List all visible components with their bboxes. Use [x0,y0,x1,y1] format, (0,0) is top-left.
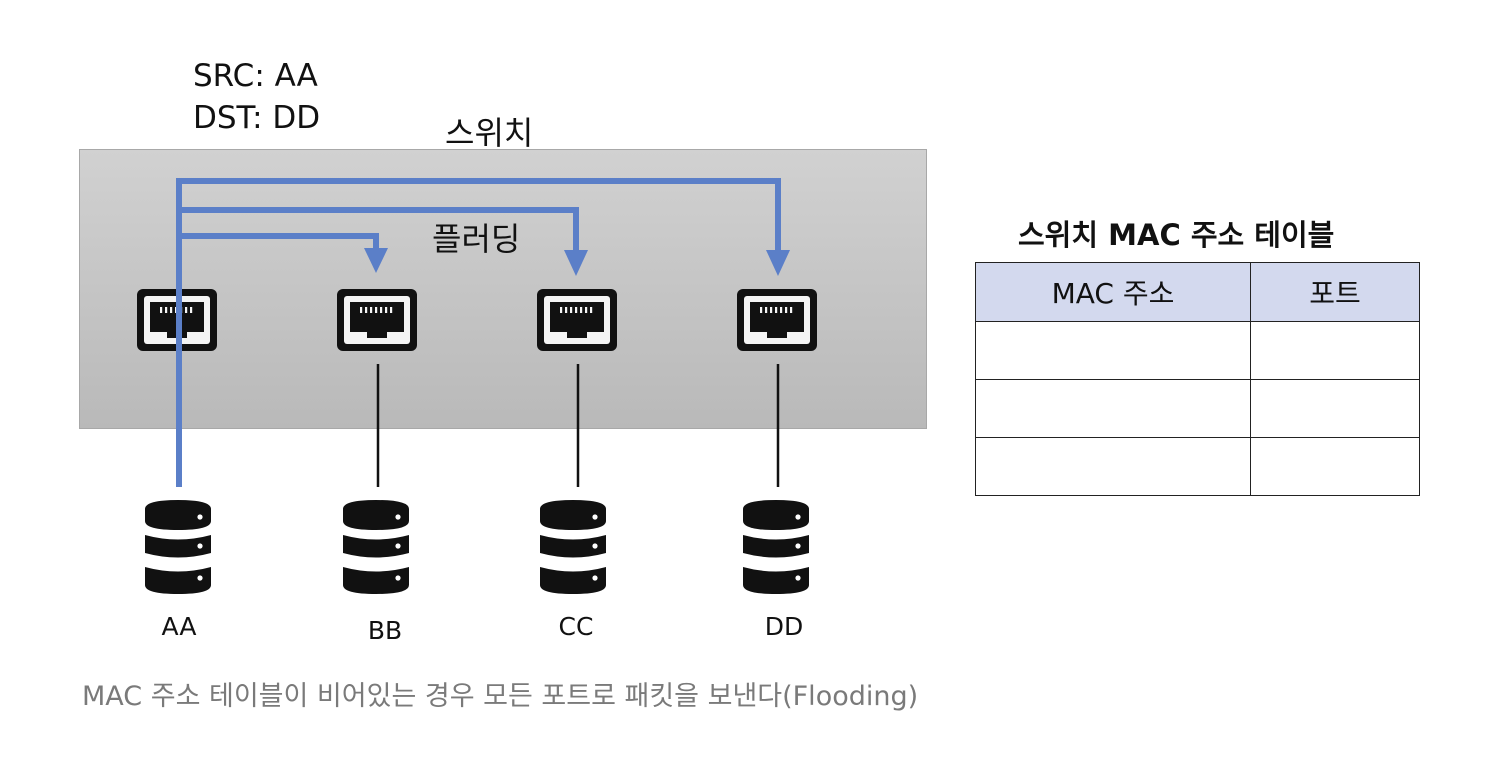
flood-label: 플러딩 [432,220,521,258]
table-cell [1250,321,1420,380]
switch-title: 스위치 [445,114,534,152]
host-label-cc: CC [558,612,594,641]
server-database-icon [743,500,809,594]
server-database-icon [145,500,211,594]
caption: MAC 주소 테이블이 비어있는 경우 모든 포트로 패킷을 보낸다(Flood… [82,681,919,712]
server-database-icon [343,500,409,594]
ethernet-port-icon [337,289,417,351]
mac-address-table: MAC 주소 포트 [975,262,1420,496]
column-header-port: 포트 [1250,262,1420,322]
table-row [975,321,1420,380]
table-cell [975,437,1251,496]
table-row [975,379,1420,438]
table-header-row: MAC 주소 포트 [975,262,1420,322]
host-label-aa: AA [161,612,197,641]
flood-arrow-cc [179,207,579,255]
host-label-dd: DD [764,612,804,641]
ethernet-port-icon [737,289,817,351]
flood-arrow-bb [179,233,379,252]
flood-arrow-dd [176,178,781,255]
host-label-bb: BB [367,616,403,645]
column-header-mac: MAC 주소 [975,262,1251,322]
table-cell [1250,379,1420,438]
packet-dst-label: DST: DD [193,100,321,136]
mac-table-title: 스위치 MAC 주소 테이블 [1018,218,1335,252]
arrowhead-dd [766,250,790,276]
arrowhead-bb [364,248,388,273]
table-cell [1250,437,1420,496]
table-cell [975,321,1251,380]
table-cell [975,379,1251,438]
packet-src-label: SRC: AA [193,58,318,94]
table-row [975,437,1420,496]
arrowhead-cc [564,250,588,276]
server-database-icon [540,500,606,594]
ethernet-port-icon [537,289,617,351]
